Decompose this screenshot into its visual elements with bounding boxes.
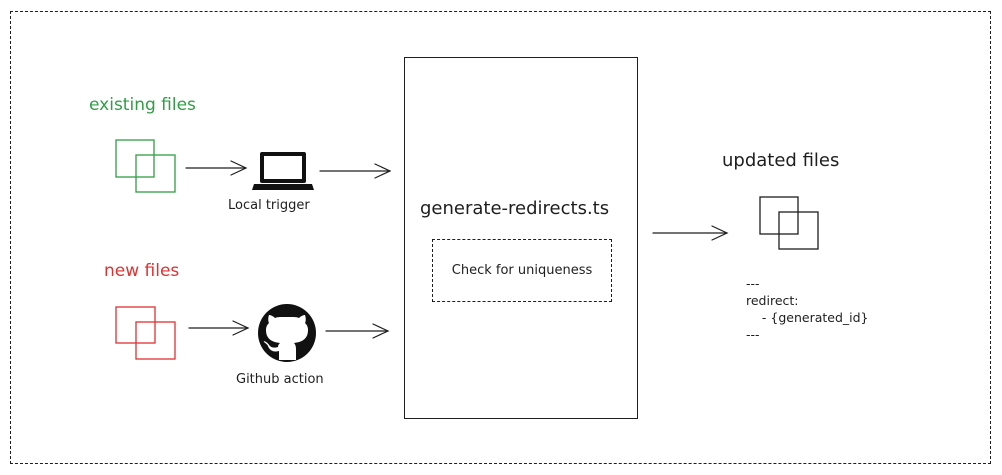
- arrow-new-to-github: [188, 320, 250, 336]
- updated-files-label: updated files: [722, 150, 840, 171]
- yaml-snippet: --- redirect: - {generated_id} ---: [746, 275, 869, 343]
- uniqueness-check-box: Check for uniqueness: [432, 239, 612, 302]
- arrow-github-to-script: [325, 323, 390, 339]
- new-files-label: new files: [104, 261, 180, 281]
- yaml-line: redirect:: [746, 293, 799, 308]
- script-box: [404, 57, 638, 419]
- script-label: generate-redirects.ts: [420, 198, 610, 219]
- uniqueness-check-label: Check for uniqueness: [451, 263, 593, 278]
- local-trigger-label: Local trigger: [228, 198, 310, 213]
- yaml-line: ---: [746, 327, 760, 342]
- github-action-label: Github action: [236, 372, 324, 387]
- laptop-icon: [252, 152, 314, 190]
- arrow-script-to-updated: [652, 225, 729, 241]
- github-icon: [258, 304, 316, 362]
- yaml-line: ---: [746, 276, 760, 291]
- new-files-icon: [115, 306, 176, 360]
- outer-dashed-frame: [10, 11, 991, 464]
- arrow-laptop-to-script: [319, 163, 392, 179]
- existing-files-icon: [115, 139, 176, 193]
- existing-files-label: existing files: [89, 95, 196, 115]
- yaml-line: - {generated_id}: [746, 310, 869, 325]
- updated-files-icon: [759, 196, 819, 250]
- arrow-existing-to-laptop: [185, 160, 248, 176]
